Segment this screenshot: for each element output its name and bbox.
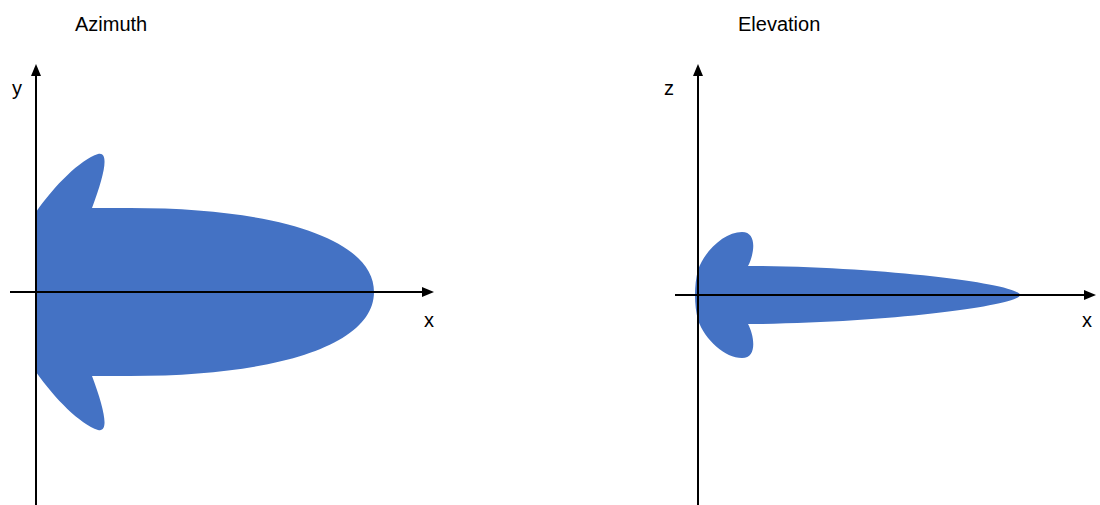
y-axis <box>35 72 37 505</box>
z-axis <box>697 72 699 505</box>
plot-title: Azimuth <box>75 14 147 34</box>
axis-arrowhead <box>422 287 434 297</box>
axis-label: x <box>1082 310 1092 330</box>
x-axis <box>675 294 1088 296</box>
plot-title: Elevation <box>738 14 820 34</box>
axis-arrowhead <box>1084 290 1096 300</box>
x-axis <box>10 291 426 293</box>
axis-arrowhead <box>31 64 41 76</box>
axis-label: x <box>424 310 434 330</box>
axis-arrowhead <box>693 64 703 76</box>
axis-label: z <box>664 78 674 98</box>
axis-label: y <box>12 78 22 98</box>
